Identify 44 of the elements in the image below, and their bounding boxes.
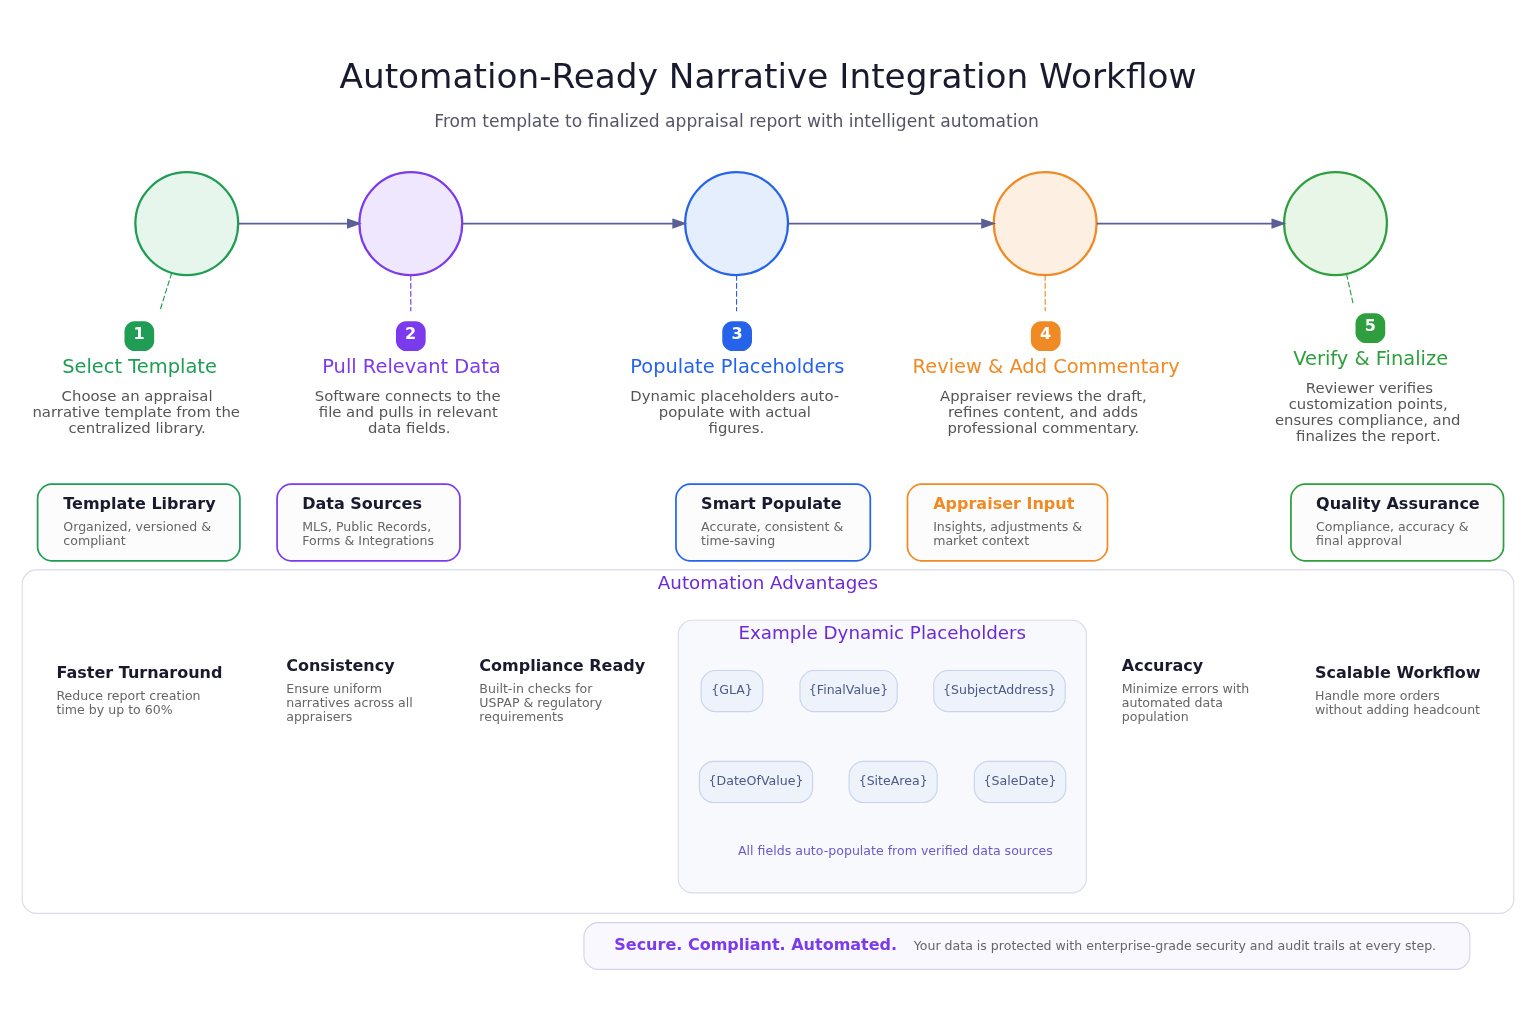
node-text: Accuracy Minimize errors with automated data population <box>1121 655 1250 724</box>
node-text: Consistency Ensure uniform narratives across all appraisers <box>286 655 413 724</box>
node-label: Review & Add Commentary <box>912 354 1180 378</box>
node-label: Appraiser reviews the draft, refines content, and adds professional commentary. <box>940 386 1147 437</box>
node-circle <box>134 170 240 276</box>
label: From template to finalized appraisal report with intelligent automation <box>434 110 1039 131</box>
node-circle <box>358 170 464 276</box>
node-box: Template Library Organized, versioned & compliant <box>36 482 241 562</box>
arrow <box>461 217 688 229</box>
node-box: Data Sources MLS, Public Records, Forms & Integrations <box>276 482 461 562</box>
node-label: Pull Relevant Data <box>322 354 501 378</box>
node-text: Scalable Workflow Handle more orders without adding headcount <box>1314 662 1481 717</box>
node-label: Choose an appraisal narrative template from the centralized library. <box>32 386 240 437</box>
node-box: {SubjectAddress} <box>933 669 1066 712</box>
node-label: Verify & Finalize <box>1293 346 1449 370</box>
node-box: {SiteArea} <box>848 760 938 803</box>
node-label: Dynamic placeholders auto-populate with actual figures. <box>630 386 840 437</box>
node-circle <box>1282 170 1389 276</box>
node-circle <box>684 170 790 276</box>
node-box: Secure. Compliant. Automated. Your data is protected with enterprise-grade security and audit trails at every step. <box>583 921 1471 970</box>
node-label: Populate Placeholders <box>630 354 845 378</box>
node-box: {FinalValue} <box>799 669 898 712</box>
label: All fields auto-populate from verified data sources <box>738 842 1053 858</box>
node-circle <box>992 170 1098 276</box>
node-box: Appraiser Input Insights, adjustments & market context <box>906 482 1109 562</box>
node-label: Reviewer verifies customization points, ensures compliance, and finalizes the report. <box>1274 378 1461 445</box>
node-label: Software connects to the file and pulls in relevant data fields. <box>314 386 501 437</box>
node-box: Smart Populate Accurate, consistent & time-saving <box>675 482 872 562</box>
node-box: Quality Assurance Compliance, accuracy & final approval <box>1290 482 1505 562</box>
connector <box>1346 273 1354 304</box>
connector <box>736 274 738 312</box>
node-label: Select Template <box>62 354 217 378</box>
node-box: {GLA} <box>700 669 764 712</box>
connector <box>410 274 412 312</box>
node-box: {SaleDate} <box>973 760 1067 803</box>
arrow <box>787 217 997 229</box>
connector <box>159 271 173 312</box>
diagram-title: Automation-Ready Narrative Integration Workflow <box>339 55 1197 96</box>
node-box: {DateOfValue} <box>698 760 814 803</box>
arrow <box>237 217 362 229</box>
arrow <box>1095 217 1287 229</box>
node-text: Compliance Ready Built-in checks for USPAP & regulatory requirements <box>479 655 646 724</box>
connector <box>1044 274 1046 312</box>
node-text: Faster Turnaround Reduce report creation time by up to 60% <box>56 662 223 717</box>
